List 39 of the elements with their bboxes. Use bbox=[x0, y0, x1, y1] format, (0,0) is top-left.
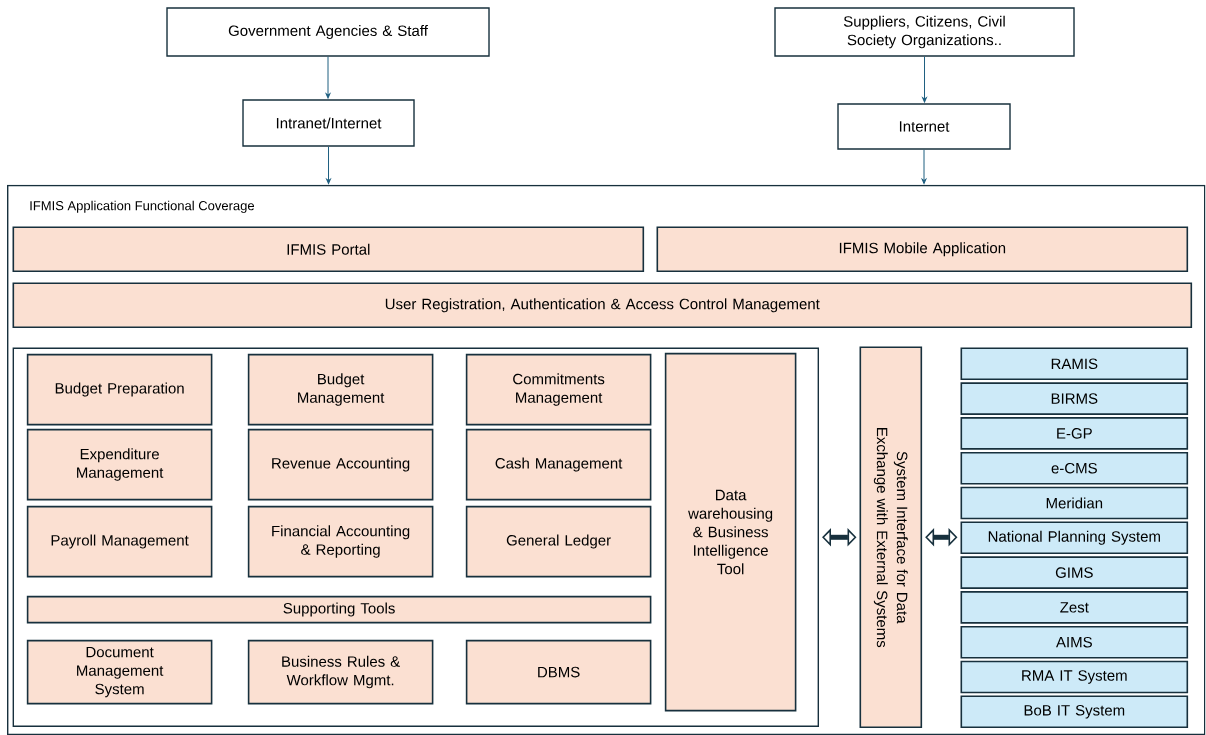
external-system-box: BoB IT System bbox=[960, 695, 1189, 729]
arrow bbox=[325, 56, 331, 99]
module-box: General Ledger bbox=[465, 505, 652, 578]
supporting-tools-bar: Supporting Tools bbox=[26, 595, 652, 624]
module-box: Document Management System bbox=[26, 639, 213, 705]
external-system-box: Meridian bbox=[960, 486, 1189, 520]
module-box: Revenue Accounting bbox=[247, 428, 434, 501]
network-box: Intranet/Internet bbox=[242, 99, 415, 147]
arrow bbox=[922, 56, 927, 103]
external-system-box: Zest bbox=[960, 591, 1189, 624]
module-box: Budget Management bbox=[247, 353, 434, 426]
external-system-box: BIRMS bbox=[960, 382, 1189, 415]
external-system-box: AIMS bbox=[960, 625, 1189, 659]
module-box: Budget Preparation bbox=[26, 353, 213, 426]
access-control-bar: User Registration, Authentication & Access Control Management bbox=[12, 282, 1193, 329]
module-box: DBMS bbox=[465, 639, 652, 705]
double-arrow bbox=[822, 528, 857, 547]
module-box: Expenditure Management bbox=[26, 428, 213, 501]
arrow bbox=[326, 146, 331, 185]
double-arrow bbox=[925, 528, 958, 547]
actor-box: Government Agencies & Staff bbox=[166, 7, 490, 57]
interface-bar: System Interface for Data Exchange with External Systems bbox=[859, 346, 923, 729]
portal-bar: IFMIS Portal bbox=[12, 226, 645, 273]
external-system-box: GIMS bbox=[960, 556, 1189, 589]
module-box: Commitments Management bbox=[465, 353, 652, 426]
data-warehouse-box: Data warehousing & Business Intelligence Tool bbox=[664, 352, 797, 712]
external-system-box: E-GP bbox=[960, 417, 1189, 450]
external-system-box: RMA IT System bbox=[960, 660, 1189, 694]
network-box: Internet bbox=[837, 103, 1011, 150]
module-box: Financial Accounting & Reporting bbox=[247, 505, 434, 578]
external-system-box: National Planning System bbox=[960, 521, 1189, 555]
portal-bar: IFMIS Mobile Application bbox=[656, 226, 1189, 273]
arrow bbox=[921, 149, 927, 185]
module-box: Cash Management bbox=[465, 428, 652, 501]
actor-box: Suppliers, Citizens, Civil Society Organizations.. bbox=[774, 7, 1075, 57]
module-box: Payroll Management bbox=[26, 505, 213, 578]
external-system-box: RAMIS bbox=[960, 347, 1189, 381]
module-box: Business Rules & Workflow Mgmt. bbox=[247, 639, 434, 705]
external-system-box: e-CMS bbox=[960, 451, 1189, 485]
